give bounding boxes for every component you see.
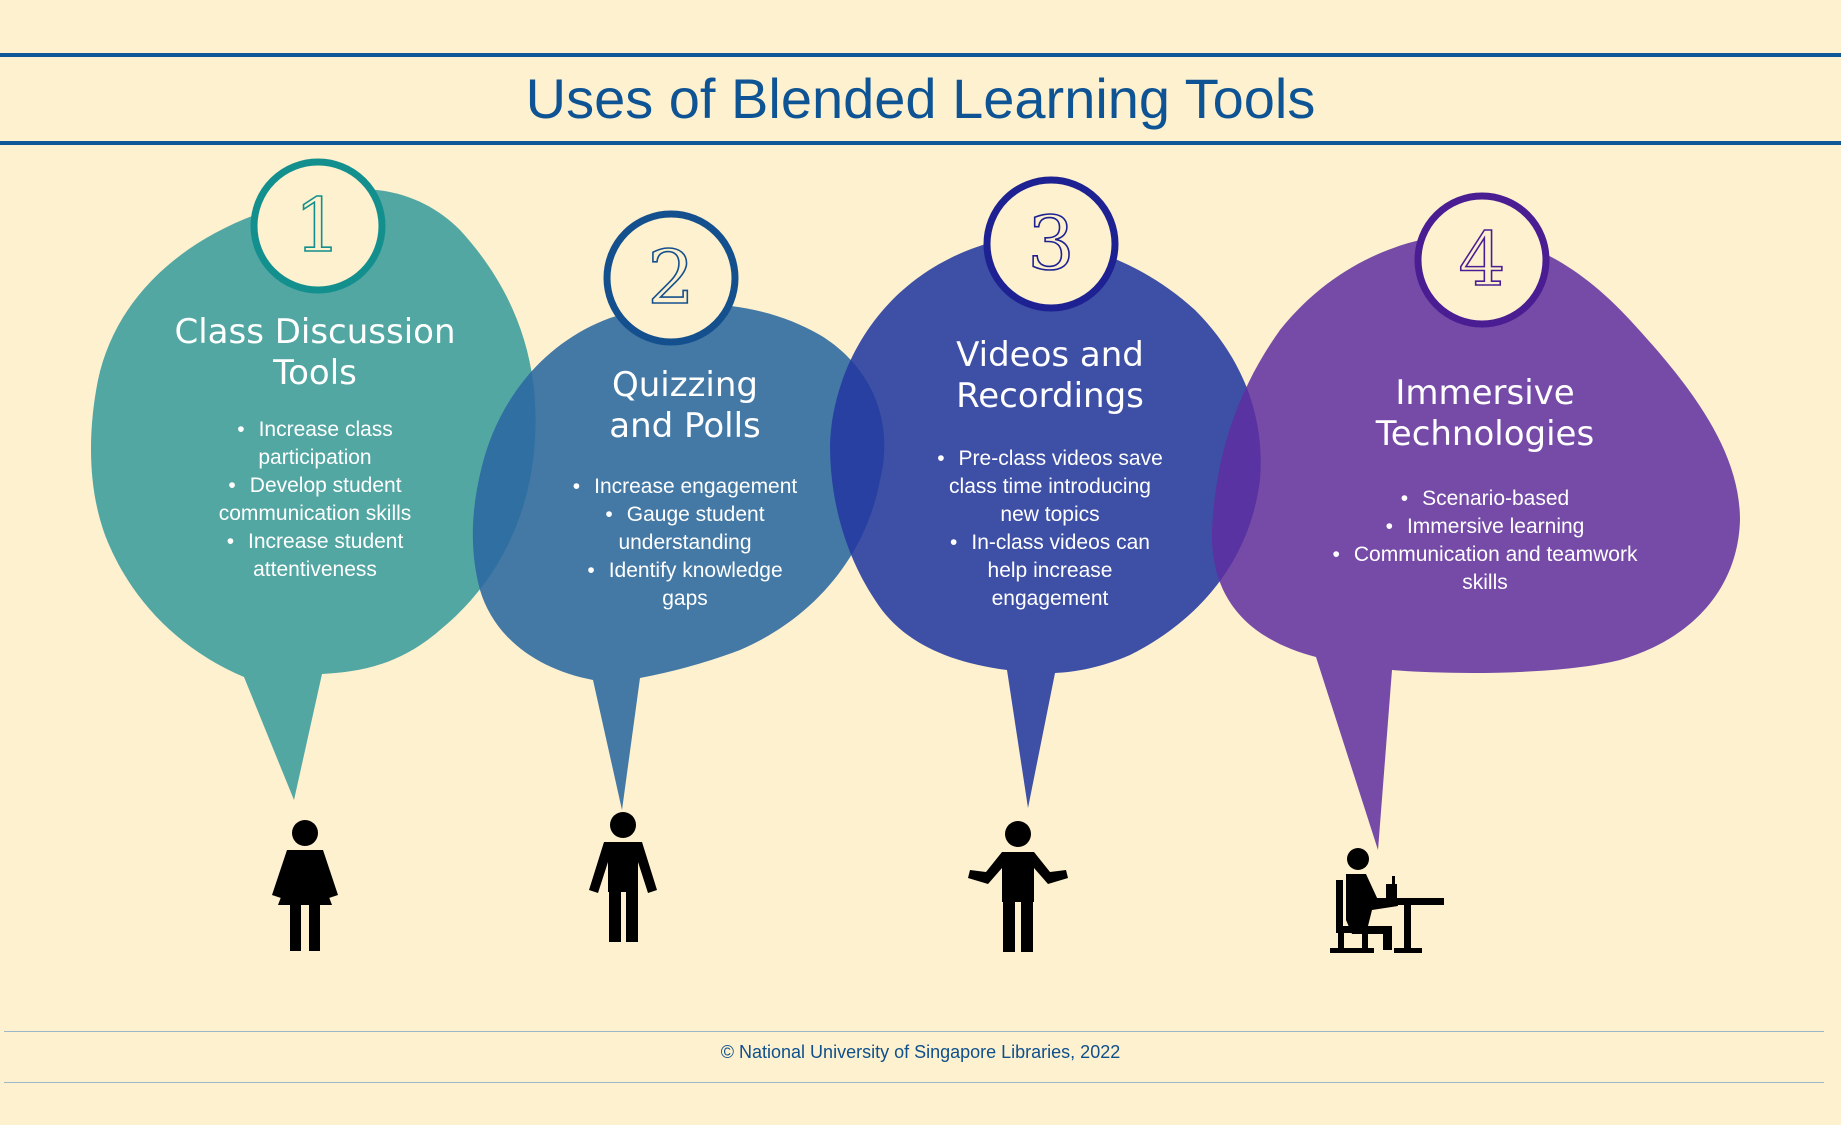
tool-heading: Class Discussion Tools <box>174 312 456 393</box>
tool-card-3: Videos and Recordings Pre-class videos s… <box>900 335 1200 613</box>
title-underline <box>0 141 1841 145</box>
man-shrugging-icon <box>968 821 1068 952</box>
person-at-desk-icon <box>1330 848 1444 953</box>
woman-standing-icon <box>272 820 338 951</box>
tool-heading: Videos and Recordings <box>956 335 1144 416</box>
number-circle-3 <box>983 176 1119 312</box>
number-circle-1 <box>250 158 386 294</box>
tool-card-1: Class Discussion Tools Increase classpar… <box>160 312 470 584</box>
number-2: 2 <box>647 234 696 322</box>
tool-bullets: Increase engagement Gauge studentunderst… <box>535 473 835 613</box>
tool-heading: Quizzing and Polls <box>609 365 761 446</box>
top-rule <box>0 53 1841 57</box>
number-4: 4 <box>1458 216 1507 304</box>
number-circle-2 <box>603 210 739 346</box>
copyright-footer: © National University of Singapore Libra… <box>720 1042 1121 1062</box>
man-standing-icon <box>589 812 657 942</box>
page-title: Uses of Blended Learning Tools <box>525 67 1316 130</box>
bullet-item: Immersive learning <box>1300 513 1670 541</box>
tool-bullets: Scenario-based Immersive learning Commun… <box>1300 485 1670 597</box>
number-3: 3 <box>1027 200 1076 288</box>
tool-card-4: Immersive Technologies Scenario-based Im… <box>1300 373 1670 597</box>
footer-rule-top <box>4 1031 1824 1032</box>
tool-card-2: Quizzing and Polls Increase engagement G… <box>535 365 835 613</box>
number-1: 1 <box>294 182 343 270</box>
number-circle-4 <box>1414 192 1550 328</box>
footer-rule-bottom <box>4 1082 1824 1083</box>
tool-heading: Immersive Technologies <box>1375 373 1595 454</box>
bullet-item: Increase engagement <box>535 473 835 501</box>
bullet-item: Scenario-based <box>1300 485 1670 513</box>
